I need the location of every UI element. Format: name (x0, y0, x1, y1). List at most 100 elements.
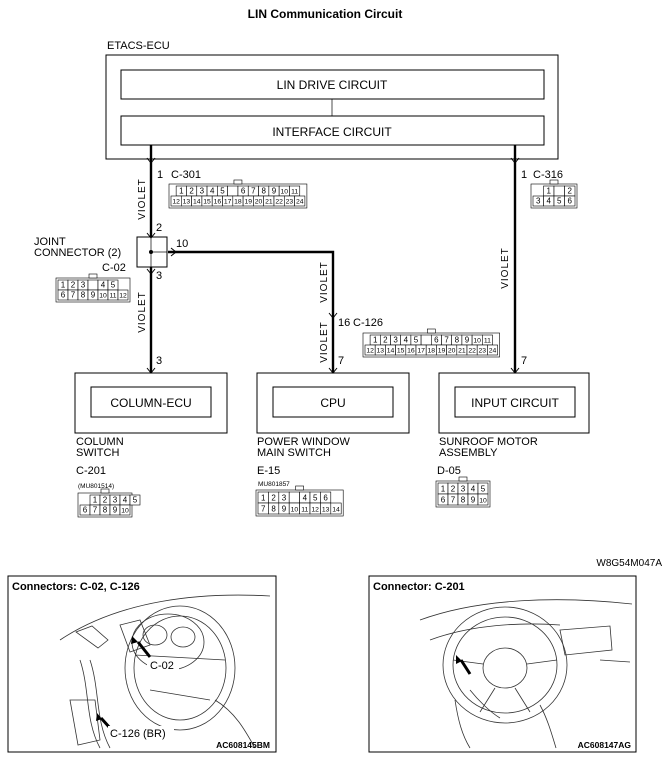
pin-number: 2 (271, 494, 276, 503)
pin-joint-bottom: 3 (156, 270, 162, 282)
pin-cell (564, 195, 576, 207)
pin-cell (227, 185, 239, 197)
pin-number: 6 (61, 291, 66, 300)
pin-number: 4 (210, 187, 215, 196)
pin-number: 6 (434, 336, 439, 345)
diagram-title: LIN Communication Circuit (248, 7, 403, 21)
wire-color-label: VIOLET (137, 291, 148, 333)
connector-code-c126: C-126 (353, 317, 383, 329)
power-window-label-line1: POWER WINDOW (257, 436, 350, 448)
callout-bg-c02 (147, 658, 179, 672)
connector-latch (426, 328, 436, 334)
pin-etacs-right: 1 (521, 169, 527, 181)
pin-number: 7 (261, 505, 266, 514)
pin-number: 2 (103, 496, 108, 505)
pin-power-window-7: 7 (338, 355, 344, 367)
pin-number: 4 (471, 485, 476, 494)
pin-number: 11 (484, 338, 491, 345)
pin-cell (119, 504, 131, 516)
pin-number: 6 (441, 496, 446, 505)
pin-number: 13 (322, 507, 330, 514)
sunroof-motor-box (438, 372, 590, 434)
cpu-label: CPU (320, 396, 345, 410)
wire-joint-to-power-window (168, 250, 335, 373)
power-window-label-line2: MAIN SWITCH (257, 447, 331, 459)
cpu-box (272, 386, 394, 418)
pin-number: 4 (404, 336, 409, 345)
pin-joint-right: 10 (176, 238, 188, 250)
pin-number: 10 (473, 338, 481, 345)
pin-number: 22 (468, 348, 476, 355)
pin-number: 1 (61, 281, 66, 290)
pin-number: 12 (311, 507, 319, 514)
callout-arrowhead-c02 (131, 636, 138, 644)
pin-number: 5 (111, 281, 116, 290)
pin-number: 2 (383, 336, 388, 345)
pin-number: 2 (568, 187, 573, 196)
pin-number: 13 (183, 199, 191, 206)
pin-cell (117, 289, 129, 301)
pin-number: 1 (179, 187, 184, 196)
pin-number: 21 (458, 348, 466, 355)
pin-cell (288, 491, 300, 504)
lin-drive-circuit-box (120, 69, 545, 100)
callout-c02: C-02 (150, 660, 174, 672)
input-circuit-box (454, 386, 576, 418)
pin-number: 23 (479, 348, 487, 355)
pin-number: 15 (203, 199, 211, 206)
figure-code: W8G54M047A (596, 558, 662, 569)
column-switch-label-line1: COLUMN (76, 436, 124, 448)
callout-c126: C-126 (BR) (110, 728, 166, 740)
interface-circuit-box (120, 115, 545, 146)
pin-number: 11 (109, 293, 116, 300)
panel-right (368, 575, 637, 753)
pin-number: 3 (536, 197, 541, 206)
pin-number: 12 (366, 348, 374, 355)
pin-number: 9 (91, 291, 96, 300)
pin-number: 20 (255, 199, 263, 206)
pin-number: 18 (428, 348, 436, 355)
callout-arrow-c201 (459, 659, 472, 675)
pin-number: 8 (461, 496, 466, 505)
connector-code-c316: C-316 (533, 169, 563, 181)
pin-number: 4 (101, 281, 106, 290)
pin-number: 23 (286, 199, 294, 206)
pin-number: 8 (81, 291, 86, 300)
pin-cell (420, 334, 432, 346)
pin-number: 4 (123, 496, 128, 505)
pin-number: 3 (81, 281, 86, 290)
column-ecu-box (90, 386, 212, 418)
joint-connector-label-line1: JOINT (34, 236, 66, 248)
pin-number: 15 (397, 348, 405, 355)
pin-number: 7 (444, 336, 449, 345)
pin-number: 3 (113, 496, 118, 505)
connector-code-c301: C-301 (171, 169, 201, 181)
connector-part-c201: (MU801514) (78, 483, 114, 490)
pin-number: 7 (71, 291, 76, 300)
pin-number: 6 (241, 187, 246, 196)
pin-number: 14 (193, 199, 201, 206)
interface-circuit-label: INTERFACE CIRCUIT (272, 125, 392, 139)
pin-number: 6 (83, 506, 88, 515)
joint-connector-label-line2: CONNECTOR (2) (34, 247, 121, 259)
pin-number: 18 (234, 199, 242, 206)
pin-number: 17 (417, 348, 425, 355)
pin-number: 2 (189, 187, 194, 196)
pin-number: 3 (461, 485, 466, 494)
pin-sunroof-7: 7 (521, 355, 527, 367)
callout-arrowhead-c201 (456, 655, 462, 664)
pin-number: 1 (441, 485, 446, 494)
pin-cell (87, 279, 99, 291)
pin-number: 1 (373, 336, 378, 345)
connector-latch (549, 179, 559, 185)
pin-number: 4 (303, 494, 308, 503)
pin-number: 1 (93, 496, 98, 505)
pin-number: 12 (172, 199, 180, 206)
pin-number: 2 (451, 485, 456, 494)
joint-connector-node (149, 250, 153, 254)
